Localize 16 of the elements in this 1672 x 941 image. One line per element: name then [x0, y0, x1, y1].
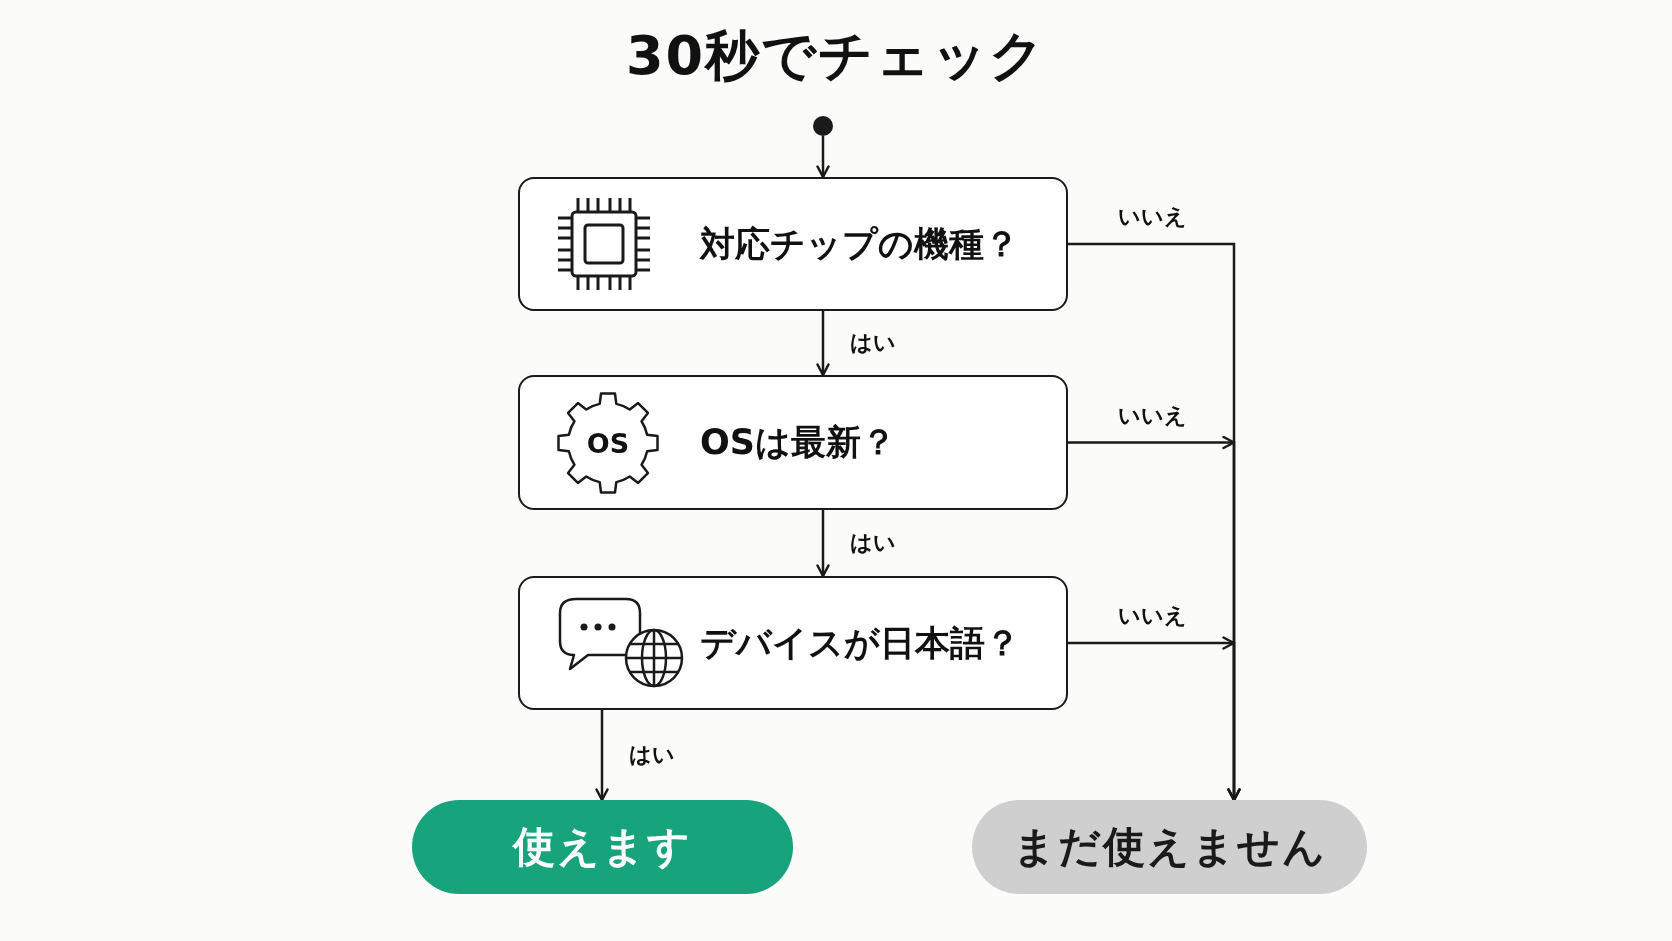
- question-text: 対応チップの機種？: [700, 222, 1019, 266]
- arrow: [595, 710, 609, 802]
- arrow: [1068, 636, 1241, 800]
- start-dot: [813, 116, 833, 136]
- result-text: 使えます: [513, 821, 692, 873]
- result-text: まだ使えません: [1012, 821, 1327, 873]
- arrow: [816, 510, 830, 578]
- title: 30秒でチェック: [625, 24, 1047, 89]
- question-box: [518, 375, 1068, 510]
- arrow: [816, 311, 830, 377]
- icon-text: OS: [586, 429, 630, 456]
- arrow: [816, 136, 830, 179]
- question-box: [518, 576, 1068, 710]
- question-box: [518, 177, 1068, 311]
- question-text: OSは最新？: [700, 421, 896, 464]
- question-text: デバイスが日本語？: [700, 621, 1020, 665]
